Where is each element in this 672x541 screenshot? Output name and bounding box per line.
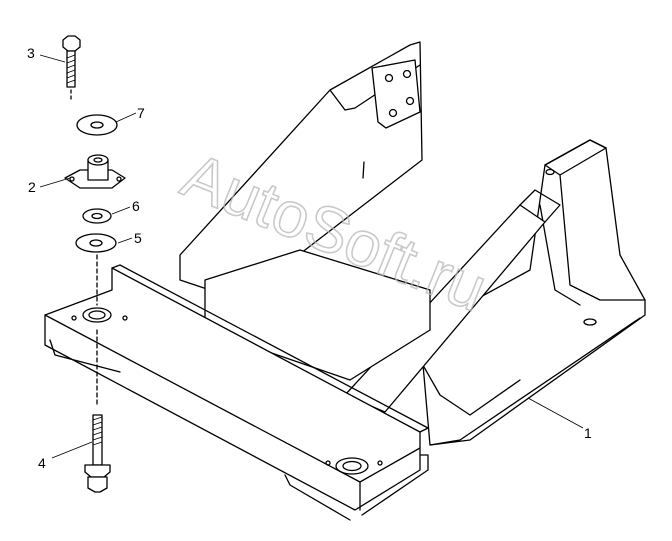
washer-medium [75,233,117,253]
rubber-mount [64,154,126,189]
callout-7-label: 7 [137,105,145,121]
callout-4: 4 [38,441,93,471]
vertical-mounting-plate [179,41,423,301]
washer-large [76,114,118,136]
callout-2-label: 2 [28,179,36,195]
callout-6-label: 6 [132,198,140,214]
callout-6: 6 [111,198,140,215]
callout-4-label: 4 [38,455,46,471]
washer-small [82,208,112,224]
main-beam [44,264,429,521]
callout-1: 1 [527,397,592,441]
callout-3-label: 3 [27,45,35,61]
callout-5: 5 [117,230,142,246]
callout-2: 2 [28,177,71,195]
callout-1-label: 1 [584,425,592,441]
callout-3: 3 [27,45,66,63]
callout-5-label: 5 [134,230,142,246]
frame-base [419,139,646,446]
bolt-top [62,35,81,101]
callout-7: 7 [115,105,145,123]
bolt-bottom [84,414,111,493]
